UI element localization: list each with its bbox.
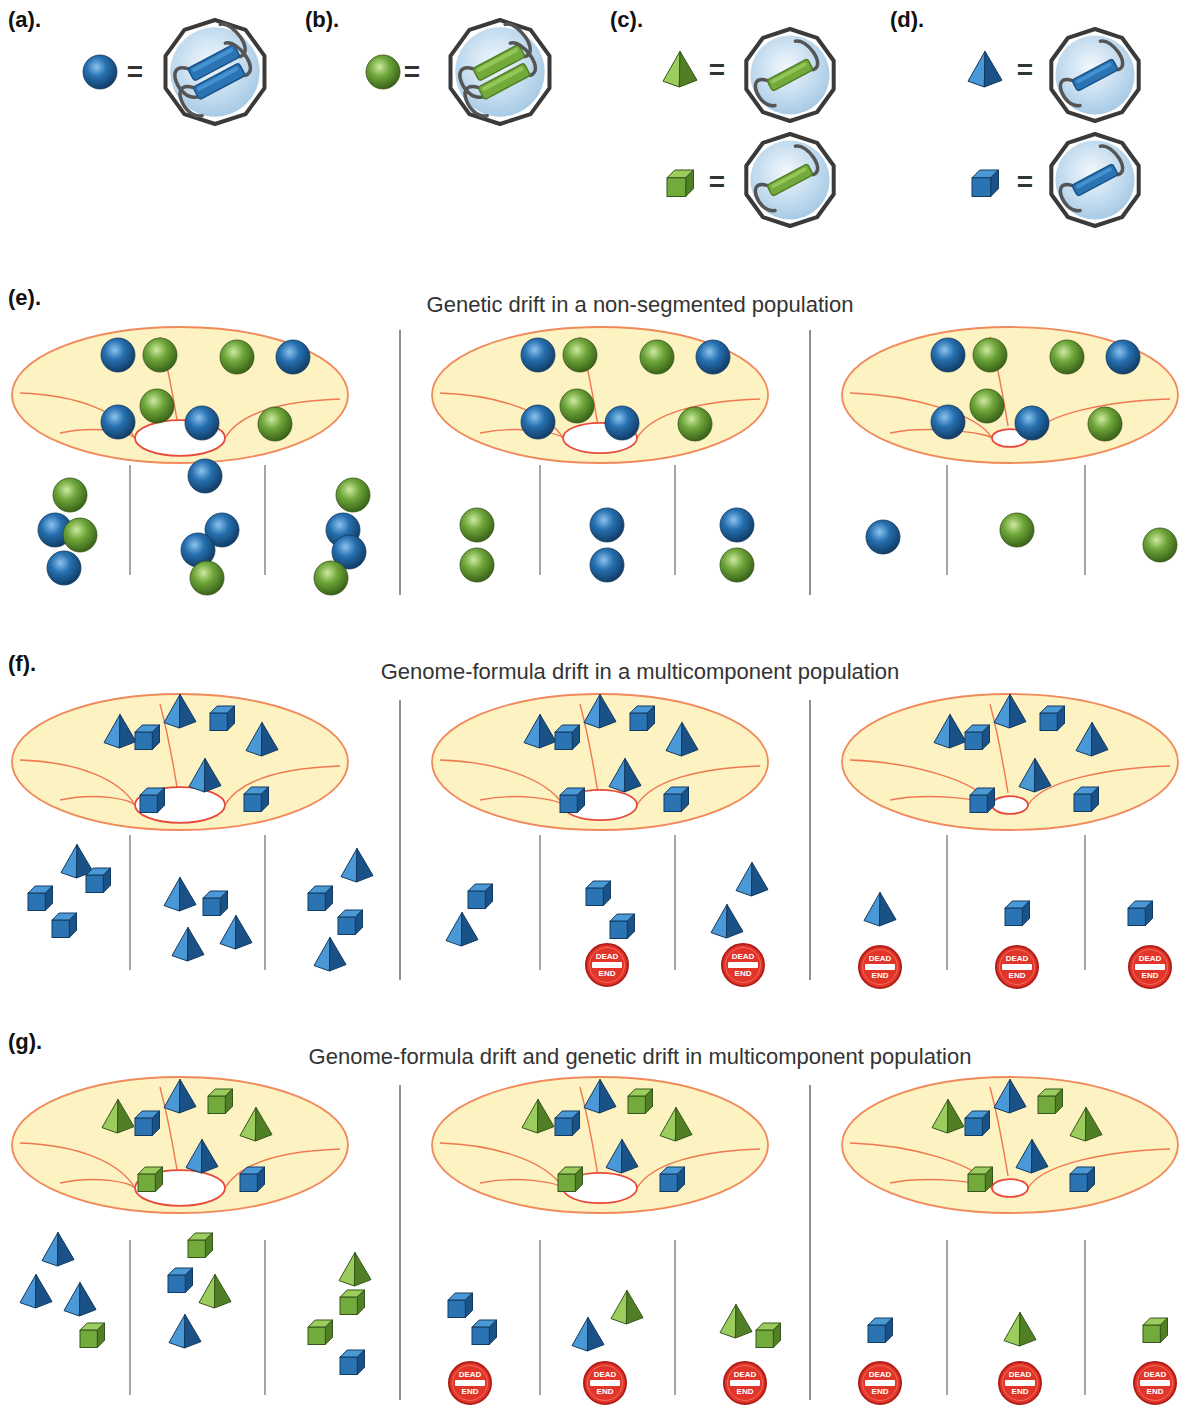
dead-end-sign: DEAD END [857, 944, 903, 990]
sign-disc [722, 1360, 768, 1406]
dead-end-sign: DEAD END [722, 1360, 768, 1406]
sign-text: DEAD END [730, 1366, 760, 1400]
dead-end-sign: DEAD END [584, 942, 630, 988]
sign-text: DEAD END [1002, 950, 1032, 984]
dead-end-sign: DEAD END [1132, 1360, 1178, 1406]
panel-letter: (c). [610, 7, 643, 33]
panel-letter: (b). [305, 7, 339, 33]
dead-end-sign: DEAD END [997, 1360, 1043, 1406]
sign-text: DEAD END [728, 948, 758, 982]
sign-text: DEAD END [590, 1366, 620, 1400]
panel-letter: (e). [8, 285, 41, 311]
sign-disc [994, 944, 1040, 990]
panel-title: Genome-formula drift and genetic drift i… [309, 1044, 972, 1070]
sign-text: DEAD END [455, 1366, 485, 1400]
sign-disc [857, 944, 903, 990]
panel-letter: (a). [8, 7, 41, 33]
equals-sign: = [127, 56, 143, 88]
sign-disc [997, 1360, 1043, 1406]
equals-sign: = [1017, 166, 1033, 198]
dead-end-sign: DEAD END [582, 1360, 628, 1406]
sign-disc [1132, 1360, 1178, 1406]
sign-disc [1127, 944, 1173, 990]
sign-disc [584, 942, 630, 988]
panel-letter: (f). [8, 651, 36, 677]
sign-disc [582, 1360, 628, 1406]
dead-end-sign: DEAD END [447, 1360, 493, 1406]
panel-title: Genetic drift in a non-segmented populat… [427, 292, 854, 318]
equals-sign: = [1017, 54, 1033, 86]
sign-text: DEAD END [592, 948, 622, 982]
sign-text: DEAD END [1005, 1366, 1035, 1400]
panel-letter: (d). [890, 7, 924, 33]
sign-disc [720, 942, 766, 988]
equals-sign: = [709, 54, 725, 86]
dead-end-sign: DEAD END [857, 1360, 903, 1406]
sign-disc [447, 1360, 493, 1406]
sign-text: DEAD END [1135, 950, 1165, 984]
dead-end-sign: DEAD END [720, 942, 766, 988]
sign-text: DEAD END [865, 1366, 895, 1400]
dead-end-sign: DEAD END [994, 944, 1040, 990]
sign-text: DEAD END [1140, 1366, 1170, 1400]
panel-title: Genome-formula drift in a multicomponent… [381, 659, 900, 685]
equals-sign: = [709, 166, 725, 198]
dead-end-sign: DEAD END [1127, 944, 1173, 990]
sign-text: DEAD END [865, 950, 895, 984]
sign-disc [857, 1360, 903, 1406]
panel-letter: (g). [8, 1029, 42, 1055]
equals-sign: = [404, 56, 420, 88]
